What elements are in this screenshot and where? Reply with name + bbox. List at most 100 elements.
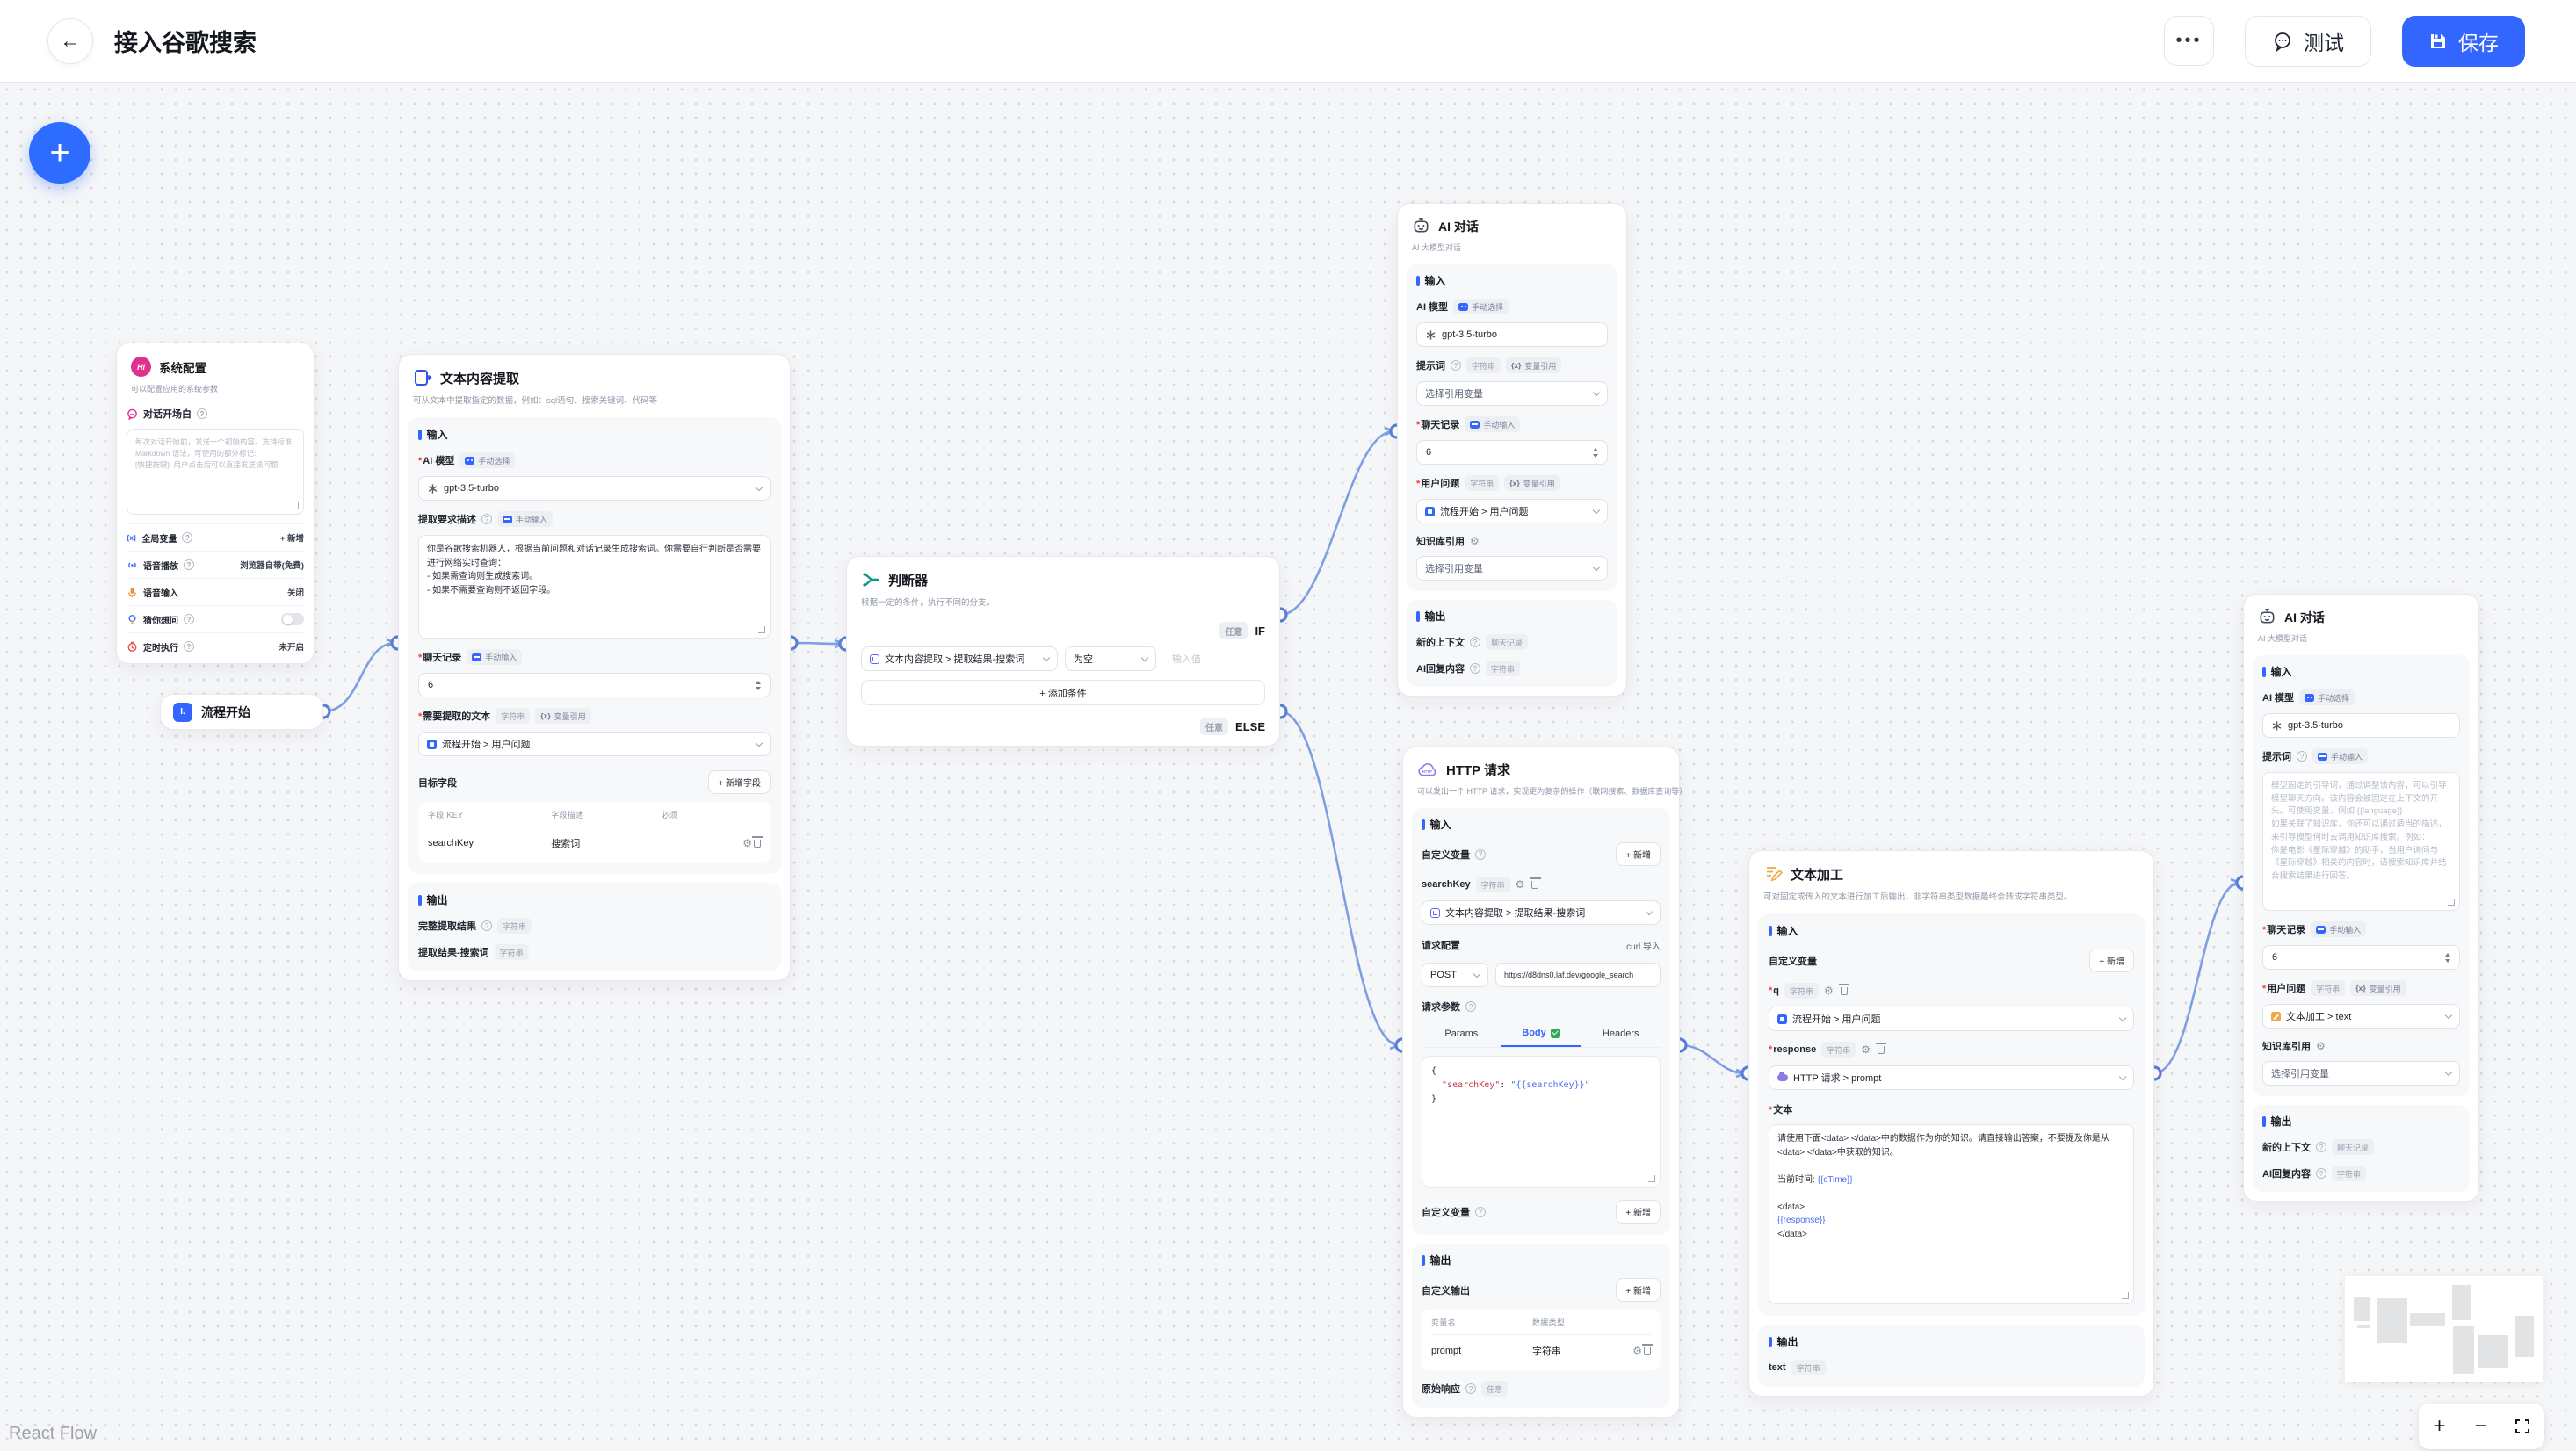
node-http-request[interactable]: HTTP HTTP 请求 可以发出一个 HTTP 请求，实现更为复杂的操作（联网…	[1402, 747, 1687, 1418]
method-value: POST	[1430, 970, 1457, 980]
number-stepper[interactable]	[756, 680, 761, 690]
gear-icon[interactable]: ⚙	[1632, 1345, 1642, 1357]
row-scheduled-run[interactable]: 定时执行 ? 未开启	[127, 632, 304, 660]
node-text-edit[interactable]: 文本加工 可对固定或传入的文本进行加工后输出，非字符串类型数据最终会转成字符串类…	[1748, 850, 2154, 1397]
more-button[interactable]: •••	[2164, 16, 2214, 66]
keyboard-mini-icon	[1470, 420, 1480, 429]
node-system-config[interactable]: Hi 系统配置 可以配置应用的系统参数 对话开场白 ? 每次对话开始前，发送一个…	[116, 343, 315, 664]
test-button[interactable]: 测试	[2245, 15, 2371, 67]
add-output-button[interactable]: + 新增	[1616, 1278, 1661, 1302]
help-icon: ?	[182, 532, 193, 543]
node-flow-start[interactable]: I. 流程开始	[160, 694, 323, 730]
row-speech-input[interactable]: 语音输入 关闭	[127, 578, 304, 605]
output-section: 输出 text 字符串	[1758, 1325, 2145, 1387]
prompt-var-select[interactable]: 选择引用变量	[1416, 381, 1608, 406]
add-variable-action[interactable]: + 新增	[279, 534, 304, 544]
row-guess-question[interactable]: 猜你想问 ?	[127, 605, 304, 632]
condition-value-input[interactable]: 输入值	[1172, 654, 1201, 665]
zoom-out-button[interactable]: −	[2474, 1414, 2487, 1438]
minimap[interactable]	[2345, 1276, 2543, 1382]
model-value: gpt-3.5-turbo	[2288, 720, 2343, 731]
output-table: 变量名 数据类型 prompt 字符串 ⚙	[1422, 1310, 1661, 1370]
node-title: AI 对话	[2284, 610, 2325, 624]
chevron-down-icon	[2444, 1011, 2453, 1019]
gear-icon[interactable]: ⚙	[742, 837, 752, 849]
node-title: AI 对话	[1438, 219, 1479, 234]
text-template-textarea[interactable]: 请使用下面<data> </data>中的数据作为你的知识。请直接输出答案，不要…	[1769, 1124, 2134, 1304]
node-title: 文本加工	[1791, 867, 1844, 883]
tab-params[interactable]: Params	[1444, 1029, 1479, 1039]
number-stepper[interactable]	[1593, 447, 1598, 458]
add-variable-button[interactable]: + 新增	[1616, 1200, 1661, 1224]
condition-operator-value: 为空	[1074, 654, 1093, 665]
model-select[interactable]: gpt-3.5-turbo	[2262, 713, 2460, 738]
add-node-button[interactable]: +	[29, 122, 90, 184]
chevron-down-icon	[1473, 970, 1481, 978]
add-variable-button[interactable]: + 新增	[2089, 949, 2134, 972]
searchKey-var-label: searchKey	[1422, 879, 1471, 890]
trash-icon[interactable]	[1530, 877, 1541, 889]
input-section: 输入 AI 模型 手动选择 gpt-3.5-turbo 提示词 ? 手动输入 模…	[2253, 655, 2470, 1096]
pencil-doc-icon	[1767, 867, 1783, 882]
node-ai-chat-1[interactable]: AI 对话 AI 大模型对话 输入 AI 模型 手动选择 gpt-3.5-tur…	[1397, 203, 1627, 697]
user-question-select[interactable]: 流程开始 > 用户问题	[1416, 499, 1608, 523]
node-ai-chat-2[interactable]: AI 对话 AI 大模型对话 输入 AI 模型 手动选择 gpt-3.5-tur…	[2243, 594, 2479, 1202]
else-label: ELSE	[1235, 719, 1265, 733]
method-select[interactable]: POST	[1422, 963, 1488, 987]
gear-icon[interactable]: ⚙	[1470, 535, 1480, 547]
target-text-select[interactable]: 流程开始 > 用户问题	[418, 732, 771, 756]
prompt-textarea[interactable]: 模型固定的引导词，通过调整该内容，可以引导模型聊天方向。该内容会被固定在上下文的…	[2262, 772, 2460, 911]
tab-headers[interactable]: Headers	[1602, 1029, 1639, 1039]
add-variable-button[interactable]: + 新增	[1616, 842, 1661, 866]
welcome-textarea[interactable]: 每次对话开始前，发送一个初始内容。支持标准 Markdown 语法，可使用的额外…	[127, 429, 304, 515]
url-input[interactable]: https://d8dns0.laf.dev/google_search	[1495, 963, 1661, 987]
response-ref-select[interactable]: HTTP 请求 > prompt	[1769, 1065, 2134, 1090]
add-field-button[interactable]: + 新增字段	[708, 770, 771, 794]
row-global-variables[interactable]: {x} 全局变量 ? + 新增	[127, 523, 304, 551]
gear-icon[interactable]: ⚙	[2316, 1040, 2326, 1052]
trash-icon[interactable]	[1642, 1344, 1653, 1355]
resize-handle-icon[interactable]	[2122, 1292, 2129, 1299]
node-judge[interactable]: 判断器 根据一定的条件，执行不同的分支。 任意 IF 文本内容提取 > 提取结果…	[846, 556, 1280, 747]
flow-canvas[interactable]	[0, 83, 2576, 1451]
guess-question-toggle[interactable]	[281, 613, 304, 625]
history-rounds-input[interactable]: 6	[1416, 440, 1608, 465]
row-tts[interactable]: 语音播放 ? 浏览器自带(免费)	[127, 551, 304, 578]
tab-body[interactable]: Body	[1501, 1022, 1581, 1047]
resize-handle-icon[interactable]	[758, 626, 765, 633]
save-button[interactable]: 保存	[2402, 15, 2525, 67]
searchKey-ref-select[interactable]: 文本内容提取 > 提取结果-搜索词	[1422, 900, 1661, 925]
add-condition-button[interactable]: + 添加条件	[861, 680, 1265, 705]
model-select[interactable]: gpt-3.5-turbo	[1416, 322, 1608, 347]
q-ref-select[interactable]: 流程开始 > 用户问题	[1769, 1007, 2134, 1031]
string-type-badge: 字符串	[1784, 983, 1820, 999]
condition-variable-select[interactable]: 文本内容提取 > 提取结果-搜索词	[861, 646, 1058, 671]
help-icon: ?	[1451, 360, 1461, 371]
resize-handle-icon[interactable]	[2448, 899, 2455, 906]
resize-handle-icon[interactable]	[1648, 1175, 1655, 1182]
flow-start-mini-icon	[1777, 1014, 1787, 1024]
trash-icon[interactable]	[1876, 1043, 1887, 1054]
condition-operator-select[interactable]: 为空	[1065, 646, 1156, 671]
kb-ref-select[interactable]: 选择引用变量	[2262, 1061, 2460, 1086]
gear-icon[interactable]: ⚙	[1824, 985, 1834, 997]
gear-icon[interactable]: ⚙	[1515, 878, 1525, 891]
kb-ref-select[interactable]: 选择引用变量	[1416, 556, 1608, 581]
node-content-extract[interactable]: 文本内容提取 可从文本中提取指定的数据，例如：sql语句、搜索关键词、代码等 输…	[398, 354, 791, 981]
fit-view-button[interactable]	[2515, 1419, 2530, 1433]
user-question-select[interactable]: 文本加工 > text	[2262, 1004, 2460, 1029]
back-button[interactable]: ←	[47, 18, 93, 64]
gear-icon[interactable]: ⚙	[1861, 1043, 1870, 1056]
zoom-in-button[interactable]: +	[2433, 1414, 2446, 1438]
extract-prompt-textarea[interactable]: 你是谷歌搜索机器人，根据当前问题和对话记录生成搜索词。你需要自行判断是否需要进行…	[418, 535, 771, 639]
keyboard-mini-icon	[503, 515, 512, 523]
history-rounds-input[interactable]: 6	[418, 673, 771, 697]
history-rounds-input[interactable]: 6	[2262, 945, 2460, 970]
number-stepper[interactable]	[2445, 952, 2450, 963]
trash-icon[interactable]	[752, 836, 763, 848]
body-json-editor[interactable]: { "searchKey": "{{searchKey}}" }	[1422, 1056, 1661, 1188]
trash-icon[interactable]	[1839, 984, 1850, 995]
model-select[interactable]: gpt-3.5-turbo	[418, 476, 771, 501]
curl-import-action[interactable]: curl 导入	[1626, 942, 1661, 952]
resize-handle-icon[interactable]	[292, 502, 299, 509]
